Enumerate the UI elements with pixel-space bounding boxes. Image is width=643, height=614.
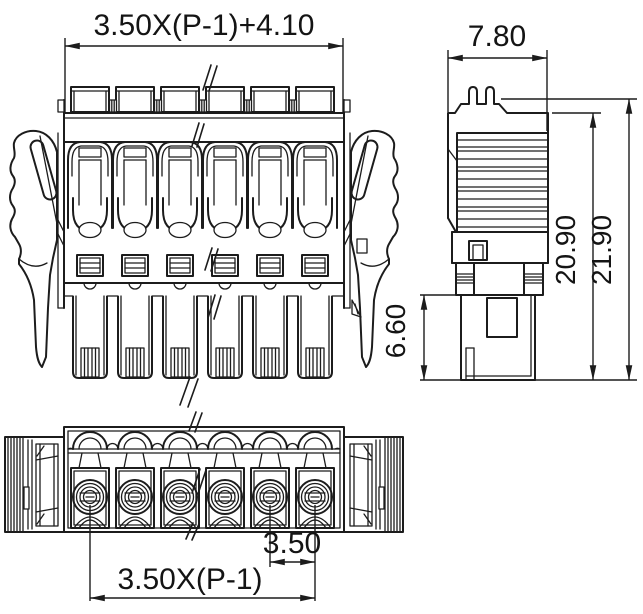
left-latch-wing bbox=[10, 131, 64, 367]
mounting-feet bbox=[455, 262, 544, 296]
right-end-block bbox=[343, 436, 404, 533]
break-mark bbox=[185, 411, 207, 541]
right-wing-notch bbox=[356, 238, 368, 254]
dim-height-shoulder-label: 20.90 bbox=[550, 215, 581, 285]
pole-column bbox=[157, 86, 203, 379]
bottom-view: 3.50 3.50X(P-1) bbox=[4, 411, 404, 602]
cell-gap-arc bbox=[196, 442, 209, 450]
rib-lines bbox=[456, 139, 549, 228]
dim-pitch-span-label: 3.50X(P-1) bbox=[117, 563, 262, 596]
cell-gap-arc bbox=[241, 442, 254, 450]
terminal-cell bbox=[115, 431, 155, 529]
pole-column bbox=[112, 86, 158, 379]
terminal-cell bbox=[160, 431, 200, 529]
terminal-cell bbox=[205, 431, 245, 529]
tab-connector bbox=[243, 99, 253, 113]
side-window bbox=[468, 240, 488, 261]
dim-plug-height: 6.60 bbox=[380, 294, 457, 381]
dim-side-width: 7.80 bbox=[447, 20, 548, 131]
tab-connector bbox=[153, 99, 163, 113]
left-end-block bbox=[4, 436, 65, 533]
dim-pitch-span: 3.50X(P-1) bbox=[89, 505, 316, 602]
pole-column bbox=[292, 86, 338, 379]
pole-column bbox=[67, 86, 113, 379]
dim-pitch: 3.50 bbox=[263, 505, 321, 601]
cell-gap-arc bbox=[286, 442, 299, 450]
pole-column bbox=[247, 86, 293, 379]
break-mark bbox=[179, 64, 222, 408]
dim-height-shoulder: 20.90 bbox=[550, 112, 601, 381]
dim-height-total: 21.90 bbox=[501, 98, 637, 381]
plug-housing bbox=[456, 294, 536, 381]
side-view: 7.80 6.60 20.90 21.90 bbox=[380, 20, 637, 381]
dim-pitch-label: 3.50 bbox=[263, 527, 321, 560]
dim-height-total-label: 21.90 bbox=[586, 215, 617, 285]
pole-column bbox=[202, 86, 248, 379]
cell-gap-arc bbox=[106, 442, 119, 450]
tab-connector bbox=[288, 99, 298, 113]
tab-connector bbox=[198, 99, 208, 113]
dim-front-total-width: 3.50X(P-1)+4.10 bbox=[64, 9, 344, 112]
dim-side-width-label: 7.80 bbox=[468, 20, 526, 53]
cell-gap-arc bbox=[151, 442, 164, 450]
dim-plug-height-label: 6.60 bbox=[380, 304, 411, 359]
ribbed-body bbox=[456, 132, 549, 233]
front-view: 3.50X(P-1)+4.10 bbox=[10, 9, 398, 408]
dim-front-total-width-label: 3.50X(P-1)+4.10 bbox=[94, 9, 315, 42]
tab-connector bbox=[108, 99, 118, 113]
right-wing-hook bbox=[354, 303, 359, 315]
